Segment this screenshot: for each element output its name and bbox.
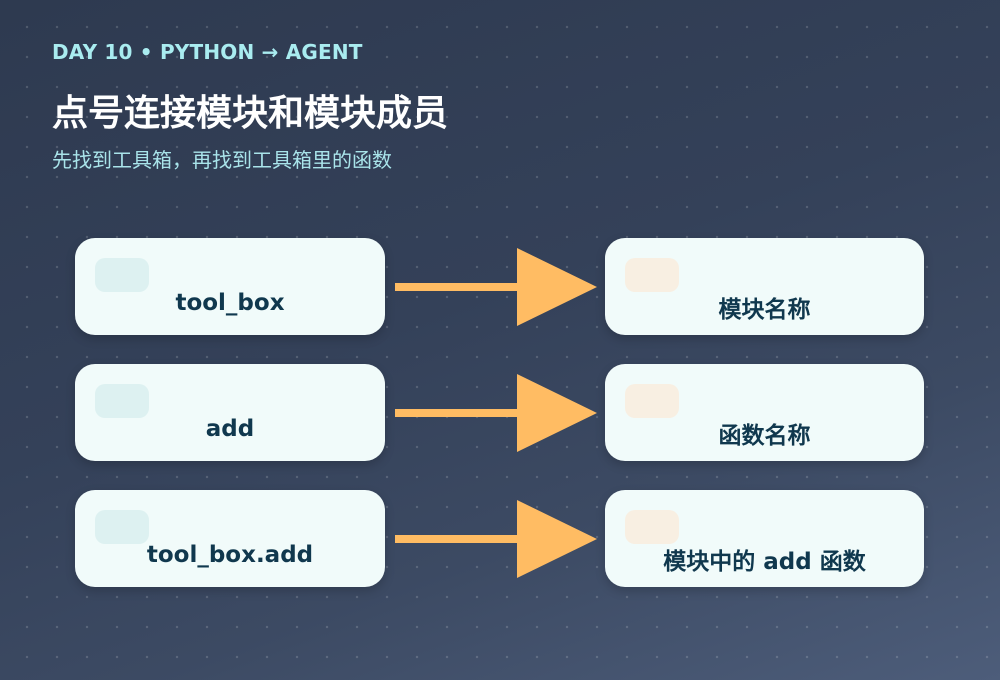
meaning-box-member: 模块中的 add 函数: [605, 490, 924, 587]
chip-decoration: [95, 258, 149, 292]
code-label: tool_box: [175, 290, 285, 316]
right-arrow-icon: [395, 500, 597, 578]
mapping-row-function: add 函数名称: [0, 364, 1000, 462]
mapping-row-module: tool_box 模块名称: [0, 238, 1000, 336]
meaning-box-function: 函数名称: [605, 364, 924, 461]
chip-decoration: [625, 510, 679, 544]
page-subtitle: 先找到工具箱，再找到工具箱里的函数: [52, 148, 392, 172]
right-arrow-icon: [395, 374, 597, 452]
chip-decoration: [95, 510, 149, 544]
right-arrow-icon: [395, 248, 597, 326]
meaning-label: 模块名称: [718, 297, 811, 323]
code-box-function: add: [75, 364, 385, 461]
code-label: add: [205, 416, 255, 442]
chip-decoration: [95, 384, 149, 418]
chip-decoration: [625, 258, 679, 292]
page-title: 点号连接模块和模块成员: [52, 93, 449, 134]
meaning-box-module: 模块名称: [605, 238, 924, 335]
code-label: tool_box.add: [146, 542, 314, 568]
chip-decoration: [625, 384, 679, 418]
code-box-member: tool_box.add: [75, 490, 385, 587]
meaning-label: 函数名称: [718, 423, 811, 449]
eyebrow-label: DAY 10 • PYTHON → AGENT: [52, 40, 363, 64]
meaning-label: 模块中的 add 函数: [663, 549, 866, 575]
mapping-row-member: tool_box.add 模块中的 add 函数: [0, 490, 1000, 588]
code-box-module: tool_box: [75, 238, 385, 335]
